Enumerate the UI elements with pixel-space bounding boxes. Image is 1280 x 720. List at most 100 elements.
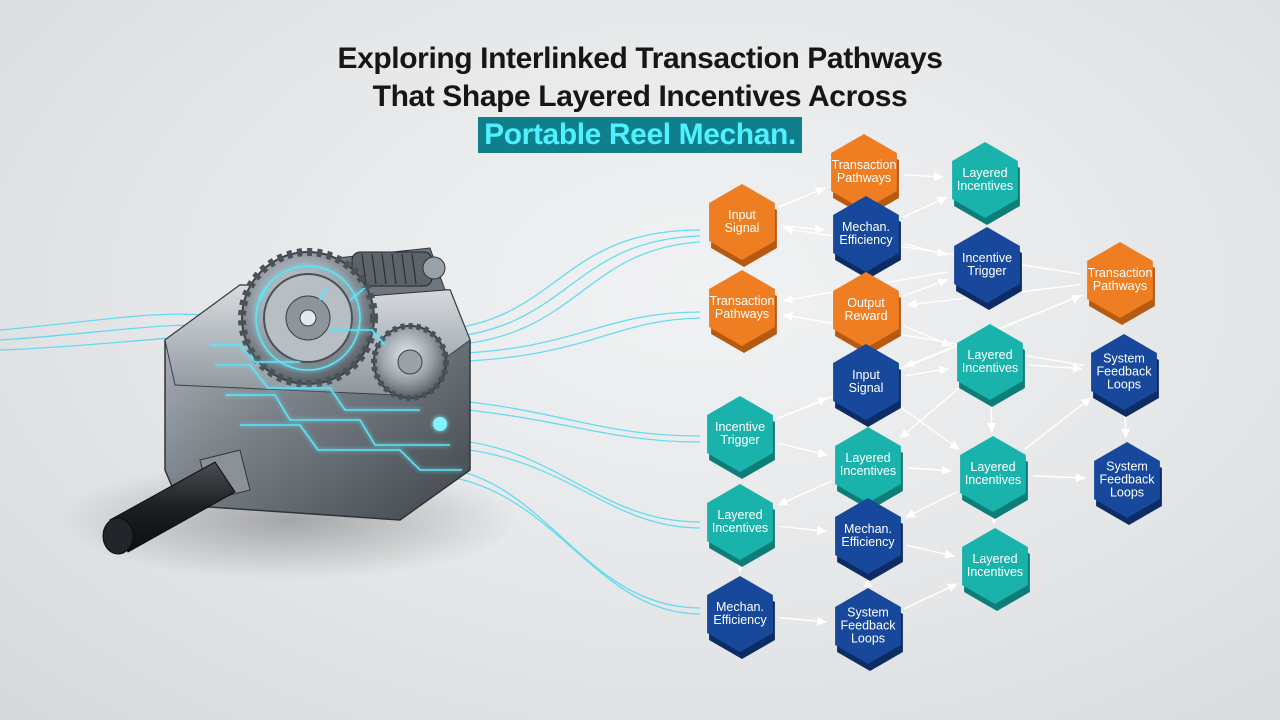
node-label: Feedback bbox=[841, 618, 897, 632]
node-label: Incentives bbox=[712, 521, 768, 535]
edge-n1-n2 bbox=[903, 172, 944, 182]
node-n4: Mechan.Efficiency bbox=[833, 196, 901, 279]
node-label: Mechan. bbox=[844, 522, 892, 536]
node-label: Layered bbox=[972, 552, 1017, 566]
node-n19: Mechan.Efficiency bbox=[707, 576, 775, 659]
edge-n14-n17 bbox=[904, 491, 958, 518]
node-label: Transaction bbox=[832, 158, 897, 172]
node-label: Pathways bbox=[1093, 279, 1147, 293]
node-label: Efficiency bbox=[839, 233, 893, 247]
small-gear-teeth bbox=[371, 323, 449, 401]
glow-line bbox=[439, 235, 701, 339]
edge-n11-n9 bbox=[905, 365, 950, 377]
edge-n14-n15 bbox=[1032, 473, 1086, 483]
node-hex bbox=[833, 272, 899, 348]
circuit-traces bbox=[210, 265, 462, 471]
glow-line bbox=[454, 439, 701, 523]
glow-line bbox=[454, 447, 701, 529]
edge-n9-n10 bbox=[1029, 363, 1083, 373]
indicator-light bbox=[433, 417, 447, 431]
edge-layer bbox=[735, 172, 1131, 626]
node-label: Layered bbox=[967, 348, 1012, 362]
node-n17: Mechan.Efficiency bbox=[835, 498, 903, 581]
node-hex bbox=[962, 528, 1028, 604]
node-label: Output bbox=[847, 296, 885, 310]
node-label: Pathways bbox=[837, 171, 891, 185]
glow-line bbox=[444, 311, 701, 355]
edge-n16-n17 bbox=[779, 525, 827, 535]
edge-n19-n20 bbox=[779, 616, 827, 626]
edge-n9-n13 bbox=[899, 387, 960, 439]
edge-n4-n2 bbox=[902, 196, 948, 219]
node-label: Input bbox=[852, 368, 880, 382]
node-label: Incentive bbox=[962, 251, 1012, 265]
edge-n6-n3 bbox=[782, 225, 1081, 275]
node-label: Trigger bbox=[967, 264, 1006, 278]
portable-reel-device bbox=[60, 247, 520, 580]
node-label: Feedback bbox=[1100, 472, 1156, 486]
glow-line bbox=[444, 317, 701, 363]
node-hex bbox=[709, 184, 775, 260]
node-label: Efficiency bbox=[841, 535, 895, 549]
node-label: Reward bbox=[844, 309, 887, 323]
edge-n3-n1 bbox=[778, 187, 826, 208]
node-hex bbox=[835, 427, 901, 503]
node-label: Incentives bbox=[967, 565, 1023, 579]
node-hex bbox=[707, 396, 773, 472]
node-label: Transaction bbox=[1088, 266, 1153, 280]
glow-line bbox=[449, 407, 701, 443]
edge-n20-n18 bbox=[903, 583, 958, 610]
node-hex bbox=[960, 436, 1026, 512]
node-label: Incentives bbox=[962, 361, 1018, 375]
node-label: Mechan. bbox=[842, 220, 890, 234]
node-hex bbox=[954, 227, 1020, 303]
edge-n12-n13 bbox=[778, 442, 828, 458]
node-label: System bbox=[847, 605, 889, 619]
node-hex bbox=[957, 324, 1023, 400]
node-label: Layered bbox=[845, 451, 890, 465]
handle-end-cap bbox=[102, 517, 134, 555]
glow-line bbox=[439, 241, 701, 347]
node-label: Loops bbox=[1110, 485, 1144, 499]
node-label: Layered bbox=[717, 508, 762, 522]
node-label: System bbox=[1103, 351, 1145, 365]
node-label: Pathways bbox=[715, 307, 769, 321]
node-label: Transaction bbox=[710, 294, 775, 308]
glow-line bbox=[454, 469, 701, 609]
edge-n9-n14 bbox=[987, 401, 997, 433]
edge-n13-n14 bbox=[907, 465, 952, 475]
node-label: Input bbox=[728, 208, 756, 222]
glow-line bbox=[439, 229, 701, 331]
node-hex bbox=[833, 196, 899, 272]
title-block: Exploring Interlinked Transaction Pathwa… bbox=[0, 40, 1280, 153]
node-hex bbox=[709, 270, 775, 346]
glow-line bbox=[449, 399, 701, 437]
node-hex bbox=[835, 588, 901, 664]
node-label: Signal bbox=[725, 221, 760, 235]
node-hex bbox=[1094, 442, 1160, 518]
screw-cap bbox=[422, 256, 446, 280]
node-hex bbox=[952, 142, 1018, 218]
edge-n12-n11 bbox=[776, 397, 828, 420]
edge-n17-n18 bbox=[906, 544, 955, 559]
node-label: Incentive bbox=[715, 420, 765, 434]
node-hex bbox=[835, 498, 901, 574]
node-label: Loops bbox=[1107, 377, 1141, 391]
glow-line bbox=[454, 477, 701, 615]
node-label: Incentives bbox=[957, 179, 1013, 193]
node-label: Layered bbox=[970, 460, 1015, 474]
node-hex bbox=[831, 134, 897, 210]
title-line-1: Exploring Interlinked Transaction Pathwa… bbox=[337, 42, 943, 75]
